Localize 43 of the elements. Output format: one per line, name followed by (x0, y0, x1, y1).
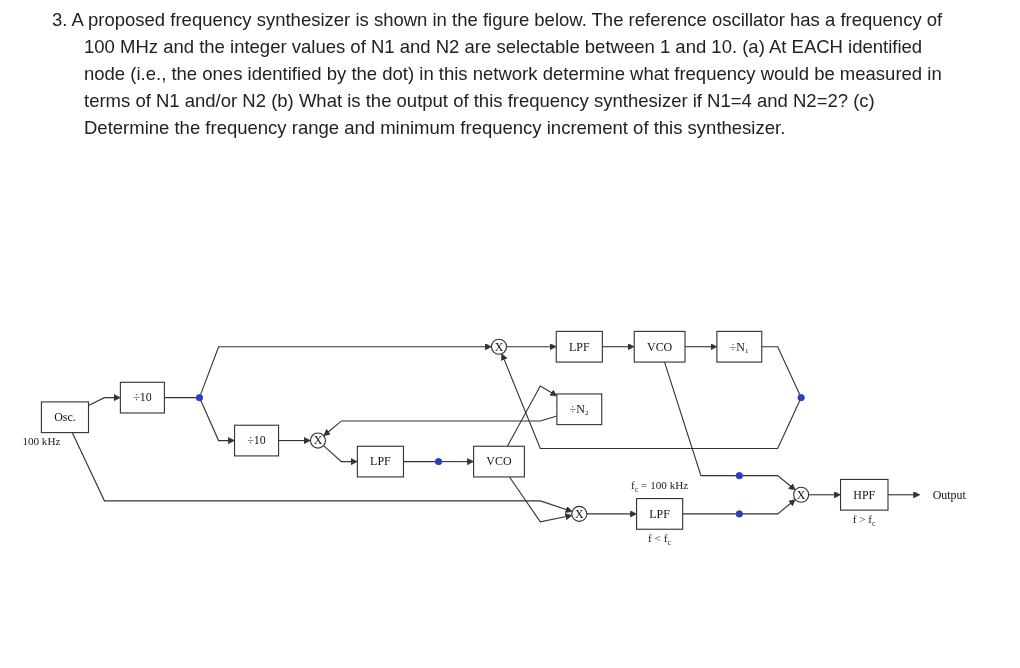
node-box: VCO (473, 445, 525, 478)
node-box: LPF (356, 445, 405, 478)
node-box: ÷N₂ (556, 393, 603, 425)
node-circle: X (793, 486, 810, 503)
connector (682, 513, 737, 515)
node-box: ÷10 (234, 424, 280, 457)
node-circle: X (490, 338, 508, 355)
node-text: Output (932, 487, 966, 501)
arrow (506, 384, 558, 447)
node-circle: X (309, 432, 327, 449)
node-box: ÷N₁ (716, 330, 763, 363)
node-box: Osc. (40, 401, 90, 433)
arrow (441, 457, 474, 465)
connector (761, 345, 801, 395)
node-caption: f$_{c}$ = 100 kHz (631, 479, 689, 496)
node-circle (434, 457, 443, 465)
node-circle (195, 393, 204, 401)
arrow (508, 476, 573, 523)
node-circle (735, 510, 743, 518)
node-box: LPF (555, 330, 603, 363)
node-box: LPF (636, 497, 684, 530)
node-box: HPF (840, 478, 889, 511)
arrow (586, 510, 637, 518)
question-text: 3. A proposed frequency synthesizer is shown in the figure below. The reference oscillator has a frequency of 100 MHz and the integer values of N1 and N2 are selectable between 1 and 10. (a) At EACH identified node (i.e., the ones identified by the dot) in this network determine what frequency would be measured in terms of N1 and/or N2 (b) What is the output of this frequency synthesizer if N1=4 and N2=2? (c) Determine the frequency range and minimum frequency increment of this synthesizer. (52, 8, 944, 140)
node-circle: X (571, 505, 588, 522)
node-caption: f > f$_{c}$ (852, 512, 876, 529)
node-circle (797, 393, 805, 401)
node-box: ÷10 (119, 381, 165, 414)
arrow (741, 498, 796, 515)
arrow (741, 474, 796, 491)
node-caption: 100 kHz (22, 435, 61, 448)
arrow (200, 399, 235, 444)
arrow (200, 342, 492, 395)
arrow (505, 342, 557, 350)
arrow (278, 436, 311, 444)
arrow (500, 353, 801, 449)
arrow (323, 444, 358, 465)
connector (664, 361, 737, 476)
node-box: VCO (633, 330, 686, 363)
node-caption: f < f$_{c}$ (648, 531, 671, 548)
arrow (808, 490, 841, 498)
node-circle (735, 471, 743, 479)
arrow (887, 490, 921, 498)
